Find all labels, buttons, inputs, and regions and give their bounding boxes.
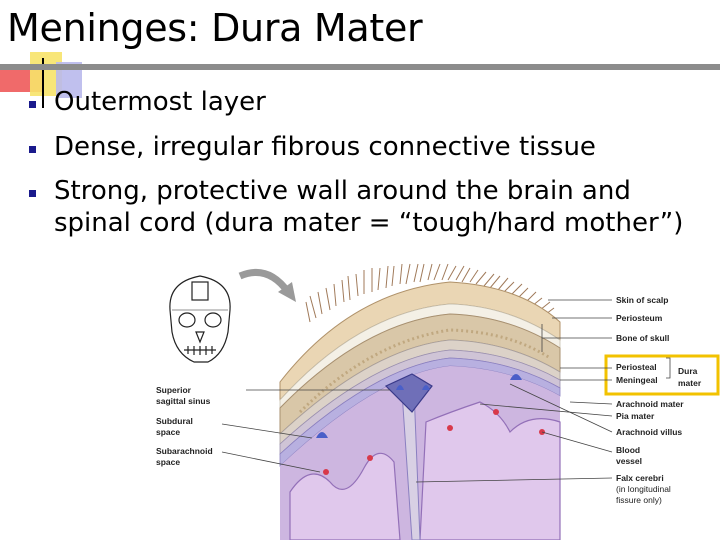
label-dura: Dura [678,366,698,376]
arachnoid-villi [316,374,522,438]
label-subdural-space: space [156,427,180,437]
label-blood: Blood [616,445,640,455]
label-subdural: Subdural [156,416,193,426]
label-periosteum: Periosteum [616,313,663,323]
dura-highlight-box [604,354,720,396]
deco-vline [42,58,44,108]
arrow-head-icon [278,282,296,302]
label-superior: Superior [156,385,192,395]
label-falx-sub-2: fissure only) [616,495,662,505]
hair-strands [305,263,555,323]
tissue-block [279,263,561,540]
label-sagittal-sinus: sagittal sinus [156,396,211,406]
label-falx-cerebri: Falx cerebri [616,473,664,483]
label-skin-of-scalp: Skin of scalp [616,295,668,305]
leader-lines-left [221,389,390,473]
slide-title: Meninges: Dura Mater [7,6,423,50]
label-arachnoid-mater: Arachnoid mater [616,399,684,409]
label-vessel: vessel [616,456,642,466]
label-meningeal: Meningeal [616,375,658,385]
bullet-marker-icon [29,146,36,153]
skull-icon [169,275,231,363]
bullet-text: Dense, irregular fibrous connective tiss… [54,132,596,162]
label-arachnoid-villus: Arachnoid villus [616,427,682,437]
bullet-text: Strong, protective wall around the brain… [54,176,684,238]
leader-lines-right [415,299,671,483]
bullet-text: Outermost layer [54,87,266,117]
label-mater: mater [678,378,702,388]
label-pia-mater: Pia mater [616,411,655,421]
label-falx-sub-1: (in longitudinal [616,484,671,494]
curved-arrow-icon [238,269,291,295]
label-bone-of-skull: Bone of skull [616,333,669,343]
bullet-marker-icon [29,190,36,197]
title-rule [0,64,720,70]
label-subarachnoid-space: space [156,457,180,467]
meninges-figure: Skin of scalp Periosteum Bone of skull P… [156,263,720,540]
label-subarachnoid: Subarachnoid [156,446,213,456]
bullet-marker-icon [29,101,36,108]
label-periosteal: Periosteal [616,362,657,372]
